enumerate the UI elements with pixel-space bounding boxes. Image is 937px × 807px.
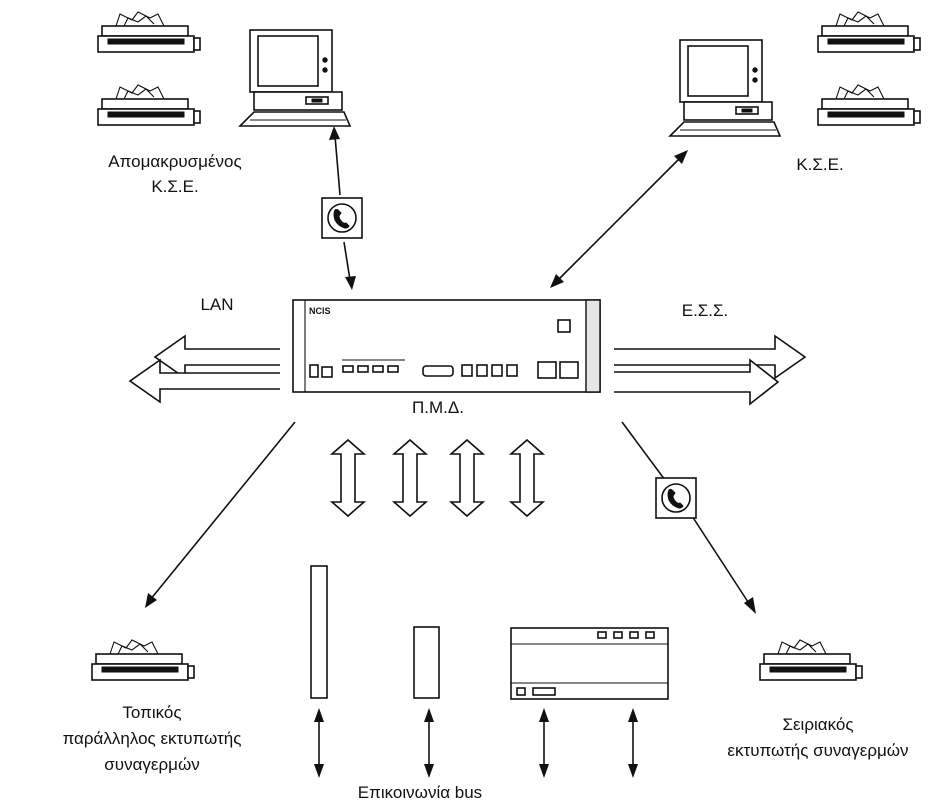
local-printer-label-line3: συναγερμών [104, 755, 199, 774]
local-printer-1-icon [818, 12, 920, 52]
local-printer-2-icon [818, 85, 920, 125]
serial-alarm-printer-icon [760, 640, 862, 680]
bus-link-arrow-2 [424, 708, 434, 778]
remote-printer-2-icon [98, 85, 200, 125]
central-unit-label: Π.Μ.Δ. [412, 398, 464, 417]
bus-link-arrow-1 [314, 708, 324, 778]
serial-printer-label-line1: Σειριακός [782, 715, 853, 734]
remote-station-label-line2: Κ.Σ.Ε. [151, 177, 198, 196]
bus-arrow-2 [394, 440, 426, 516]
bus-arrow-3 [451, 440, 483, 516]
wide-controller-module [511, 628, 668, 699]
small-controller-module [414, 627, 439, 698]
local-printer-label-line1: Τοπικός [122, 703, 181, 722]
local-parallel-printer-icon [92, 640, 194, 680]
central-unit-device: NCIS [293, 300, 600, 392]
local-link-arrow [550, 150, 688, 288]
serial-modem-icon [656, 478, 696, 518]
remote-modem-icon [322, 198, 362, 238]
lan-label: LAN [200, 295, 233, 314]
tall-controller-module [311, 566, 327, 698]
lan-arrow-1 [155, 336, 280, 378]
bus-label: Επικοινωνία bus [358, 783, 482, 802]
remote-station-label-line1: Απομακρυσμένος [108, 152, 241, 171]
serial-printer-label-line2: εκτυπωτής συναγερμών [727, 741, 908, 760]
bus-arrow-4 [511, 440, 543, 516]
local-station-label: Κ.Σ.Ε. [796, 155, 843, 174]
bus-arrow-1 [332, 440, 364, 516]
bus-link-arrow-4 [628, 708, 638, 778]
ess-arrow-2 [614, 360, 778, 404]
central-unit-brand: NCIS [309, 306, 331, 316]
ess-label: Ε.Σ.Σ. [682, 301, 729, 320]
remote-computer-icon [240, 30, 350, 126]
bus-link-arrow-3 [539, 708, 549, 778]
local-printer-link-arrow [145, 422, 295, 608]
lan-arrow-2 [130, 360, 280, 402]
local-printer-label-line2: παράλληλος εκτυπωτής [63, 729, 242, 748]
local-computer-icon [670, 40, 780, 136]
remote-printer-1-icon [98, 12, 200, 52]
